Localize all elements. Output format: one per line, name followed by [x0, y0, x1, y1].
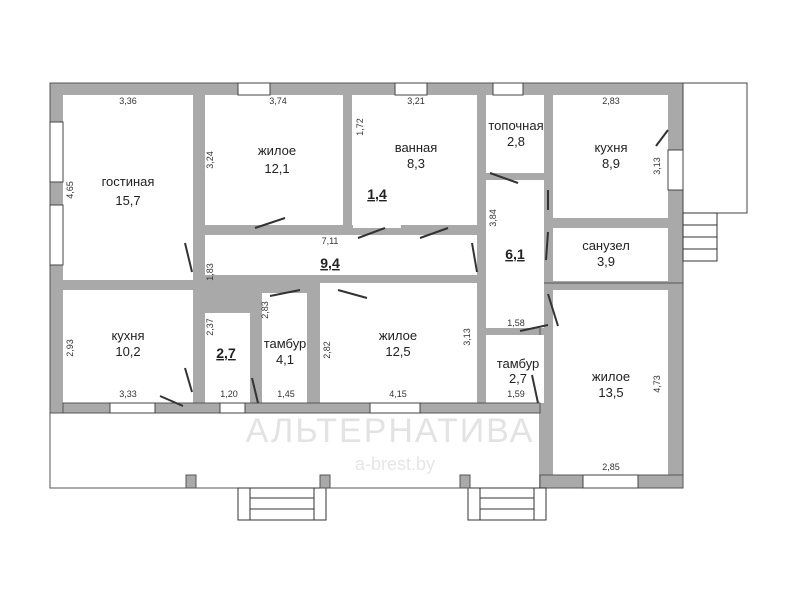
- dimension-label: 2,93: [65, 339, 75, 357]
- dimension-label: 4,15: [389, 389, 407, 399]
- room-name-gostinaya: гостиная: [102, 174, 155, 189]
- dimension-label: 2,82: [322, 341, 332, 359]
- room-name-topochnaya: топочная: [488, 118, 543, 133]
- room-name-zhiloe3: жилое: [592, 369, 630, 384]
- room-area-zhiloe1: 12,1: [264, 161, 289, 176]
- dimension-label: 1,58: [507, 318, 525, 328]
- watermark-brand: АЛЬТЕРНАТИВА: [246, 412, 535, 450]
- dimension-labels: 3,36 3,74 3,21 2,83 4,65 3,24 1,72 3,13 3,84 7,11…: [65, 96, 662, 472]
- dimension-label: 3,21: [407, 96, 425, 106]
- room-name-kuhnya2: кухня: [111, 328, 144, 343]
- room-area-vannaya: 8,3: [407, 156, 425, 171]
- room-labels: гостиная15,7жилое12,1ванная8,3топочная2,…: [102, 118, 631, 400]
- watermark-site: a-brest.by: [355, 454, 435, 474]
- room-floors: [63, 95, 668, 488]
- room-area-kuhnya2: 10,2: [115, 344, 140, 359]
- dimension-label: 7,11: [322, 236, 339, 246]
- dimension-label: 2,37: [205, 318, 215, 336]
- room-area-hall94: 9,4: [320, 255, 340, 271]
- dimension-label: 1,83: [205, 263, 215, 281]
- room-area-small27: 2,7: [216, 345, 236, 361]
- dimension-label: 3,24: [205, 151, 215, 169]
- dimension-label: 1,59: [507, 389, 525, 399]
- dimension-label: 3,74: [269, 96, 287, 106]
- room-name-kuhnya1: кухня: [594, 140, 627, 155]
- dimension-label: 4,73: [652, 375, 662, 393]
- windows: [49, 82, 684, 489]
- dimension-label: 3,84: [488, 209, 498, 227]
- dimension-label: 1,20: [220, 389, 238, 399]
- room-name-sanuzel: санузел: [582, 238, 630, 253]
- room-area-tambur2: 2,7: [509, 371, 527, 386]
- room-name-tambur2: тамбур: [497, 356, 540, 371]
- dimension-label: 3,36: [119, 96, 137, 106]
- stairs-right: [682, 212, 718, 262]
- room-area-hall61: 6,1: [505, 246, 525, 262]
- room-area-small14: 1,4: [367, 186, 387, 202]
- dimension-label: 2,83: [602, 96, 620, 106]
- dimension-label: 3,13: [462, 328, 472, 346]
- room-name-tambur1: тамбур: [264, 336, 307, 351]
- dimension-label: 2,85: [602, 462, 620, 472]
- room-name-zhiloe2: жилое: [379, 328, 417, 343]
- dimension-label: 1,45: [277, 389, 295, 399]
- room-area-zhiloe3: 13,5: [598, 385, 623, 400]
- room-area-sanuzel: 3,9: [597, 254, 615, 269]
- stairs-bottom-left: [237, 487, 327, 521]
- dimension-label: 4,65: [65, 181, 75, 199]
- room-area-topochnaya: 2,8: [507, 134, 525, 149]
- dimension-label: 2,83: [260, 301, 270, 319]
- room-name-vannaya: ванная: [395, 140, 438, 155]
- room-area-gostinaya: 15,7: [115, 193, 140, 208]
- dimension-label: 3,33: [119, 389, 137, 399]
- room-area-kuhnya1: 8,9: [602, 156, 620, 171]
- porch-right: [682, 82, 748, 214]
- doors: [159, 129, 669, 407]
- stairs-bottom-right: [467, 487, 547, 521]
- dimension-label: 1,72: [355, 118, 365, 136]
- room-area-tambur1: 4,1: [276, 352, 294, 367]
- room-area-zhiloe2: 12,5: [385, 344, 410, 359]
- dimension-label: 3,13: [652, 157, 662, 175]
- room-name-zhiloe1: жилое: [258, 143, 296, 158]
